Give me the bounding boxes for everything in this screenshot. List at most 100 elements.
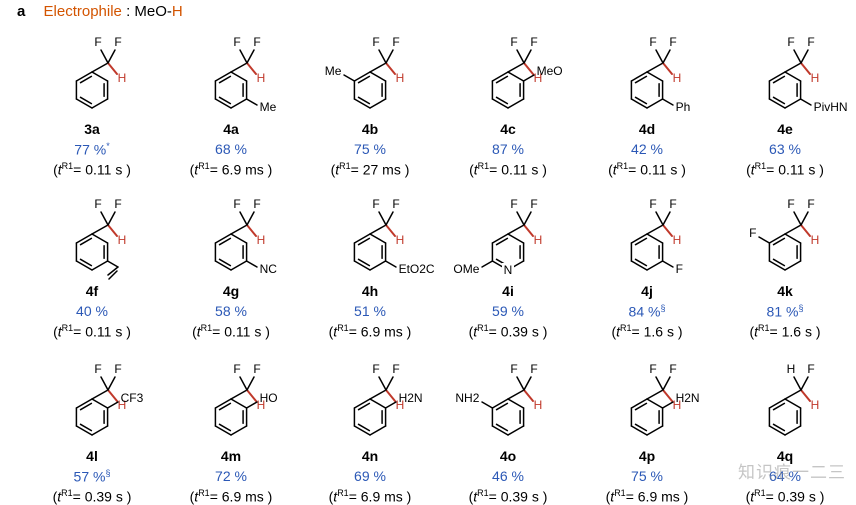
residence-time: (tR1= 0.11 s ) (161, 323, 301, 340)
ring-double-bond (634, 423, 648, 432)
substituent-bond (384, 401, 397, 409)
c-f-bond (246, 211, 255, 226)
c-h-bond (662, 224, 673, 237)
electrophile-h: H (171, 3, 183, 20)
ring-bond (369, 233, 387, 244)
ring-bond (91, 98, 109, 109)
fluorine-label: F (253, 362, 260, 376)
ring-bond (75, 260, 93, 271)
time-symbol: t (612, 161, 617, 178)
ring-bond (230, 71, 248, 82)
ring-double-bond (218, 258, 232, 267)
time-superscript: R1 (477, 161, 490, 171)
substituent-bond (343, 74, 356, 82)
yield-value: 59 % (492, 303, 524, 319)
fluorine-label: F (669, 35, 676, 49)
c-h-bond (523, 389, 534, 402)
substituent-bond (384, 260, 397, 268)
time-superscript: R1 (616, 161, 629, 171)
fluorine-label: F (530, 197, 537, 211)
time-value: = 0.11 s (212, 323, 262, 340)
ring-bond (75, 71, 93, 82)
yield-footnote-mark: § (660, 303, 666, 313)
c-f-bond (662, 49, 671, 64)
time-value: = 6.9 ms (348, 323, 403, 340)
residence-time: (tR1= 0.11 s ) (22, 323, 162, 340)
paren-close: ) (400, 161, 410, 178)
c-h-bond (107, 389, 118, 402)
fluorine-label: F (787, 197, 794, 211)
time-value: = 6.9 ms (209, 161, 264, 178)
ring-double-bond (79, 402, 93, 411)
paren-open: ( (192, 323, 197, 340)
time-value: = 1.6 s (631, 323, 674, 340)
ring-bond (630, 98, 648, 109)
ring-double-bond (357, 75, 371, 84)
ring-bond (214, 398, 232, 409)
substituent-bond (481, 401, 494, 409)
fluorine-label: F (807, 35, 814, 49)
ring-bond (491, 425, 509, 436)
c-f-bond (385, 211, 394, 226)
fluorine-label: F (392, 362, 399, 376)
ring-bond (491, 233, 509, 244)
yield-value: 57 % (73, 468, 106, 485)
hydrogen-label: H (118, 71, 127, 85)
ring-bond (91, 398, 109, 409)
compound-id: 3a (84, 121, 100, 137)
time-symbol: t (333, 323, 338, 340)
electrophile-prefix: MeO- (134, 3, 172, 20)
compound-id: 4a (223, 121, 239, 137)
paren-close: ) (122, 161, 131, 178)
time-superscript: R1 (337, 323, 349, 333)
yield-value: 40 % (76, 303, 108, 319)
fluorine-label: F (530, 362, 537, 376)
paren-close: ) (402, 323, 412, 340)
compound-id: 4n (361, 448, 379, 464)
ring-double-bond (357, 402, 371, 411)
yield-footnote-mark: § (105, 468, 111, 478)
compound-id: 4d (638, 121, 656, 137)
ring-double-bond (79, 75, 93, 84)
c-h-bond (662, 389, 673, 402)
ring-bond (507, 71, 525, 82)
ring-double-bond (79, 423, 93, 432)
fluorine-label: F (114, 197, 121, 211)
hydrogen-label: H (396, 71, 405, 85)
ring-bond (768, 398, 786, 409)
ring-bond (784, 233, 802, 244)
residence-time: (tR1= 0.11 s ) (22, 161, 162, 178)
ring-bond (75, 98, 93, 109)
time-value: = 0.11 s (73, 161, 123, 178)
substituent-label: EtO2C (399, 262, 435, 276)
ring-bond (214, 260, 232, 271)
substituent-bond (758, 236, 771, 244)
time-value: = 0.39 s (72, 488, 123, 505)
time-value: = 0.11 s (489, 161, 539, 178)
ring-double-bond (218, 75, 232, 84)
ring-double-bond (634, 258, 648, 267)
fluorine-label: F (649, 197, 656, 211)
residence-time: (tR1= 0.11 s ) (577, 161, 717, 178)
time-superscript: R1 (758, 323, 770, 333)
substituent-label: Me (325, 64, 342, 78)
ring-double-bond (357, 237, 371, 246)
compound-id: 4o (499, 448, 517, 464)
yield-value: 68 % (215, 141, 247, 157)
compound-id: 4l (86, 448, 98, 464)
substituent-bond (481, 260, 494, 268)
time-symbol: t (57, 323, 62, 340)
substituent-bond (522, 74, 535, 82)
yield-value: 81 % (766, 303, 799, 320)
ring-double-bond (634, 75, 648, 84)
